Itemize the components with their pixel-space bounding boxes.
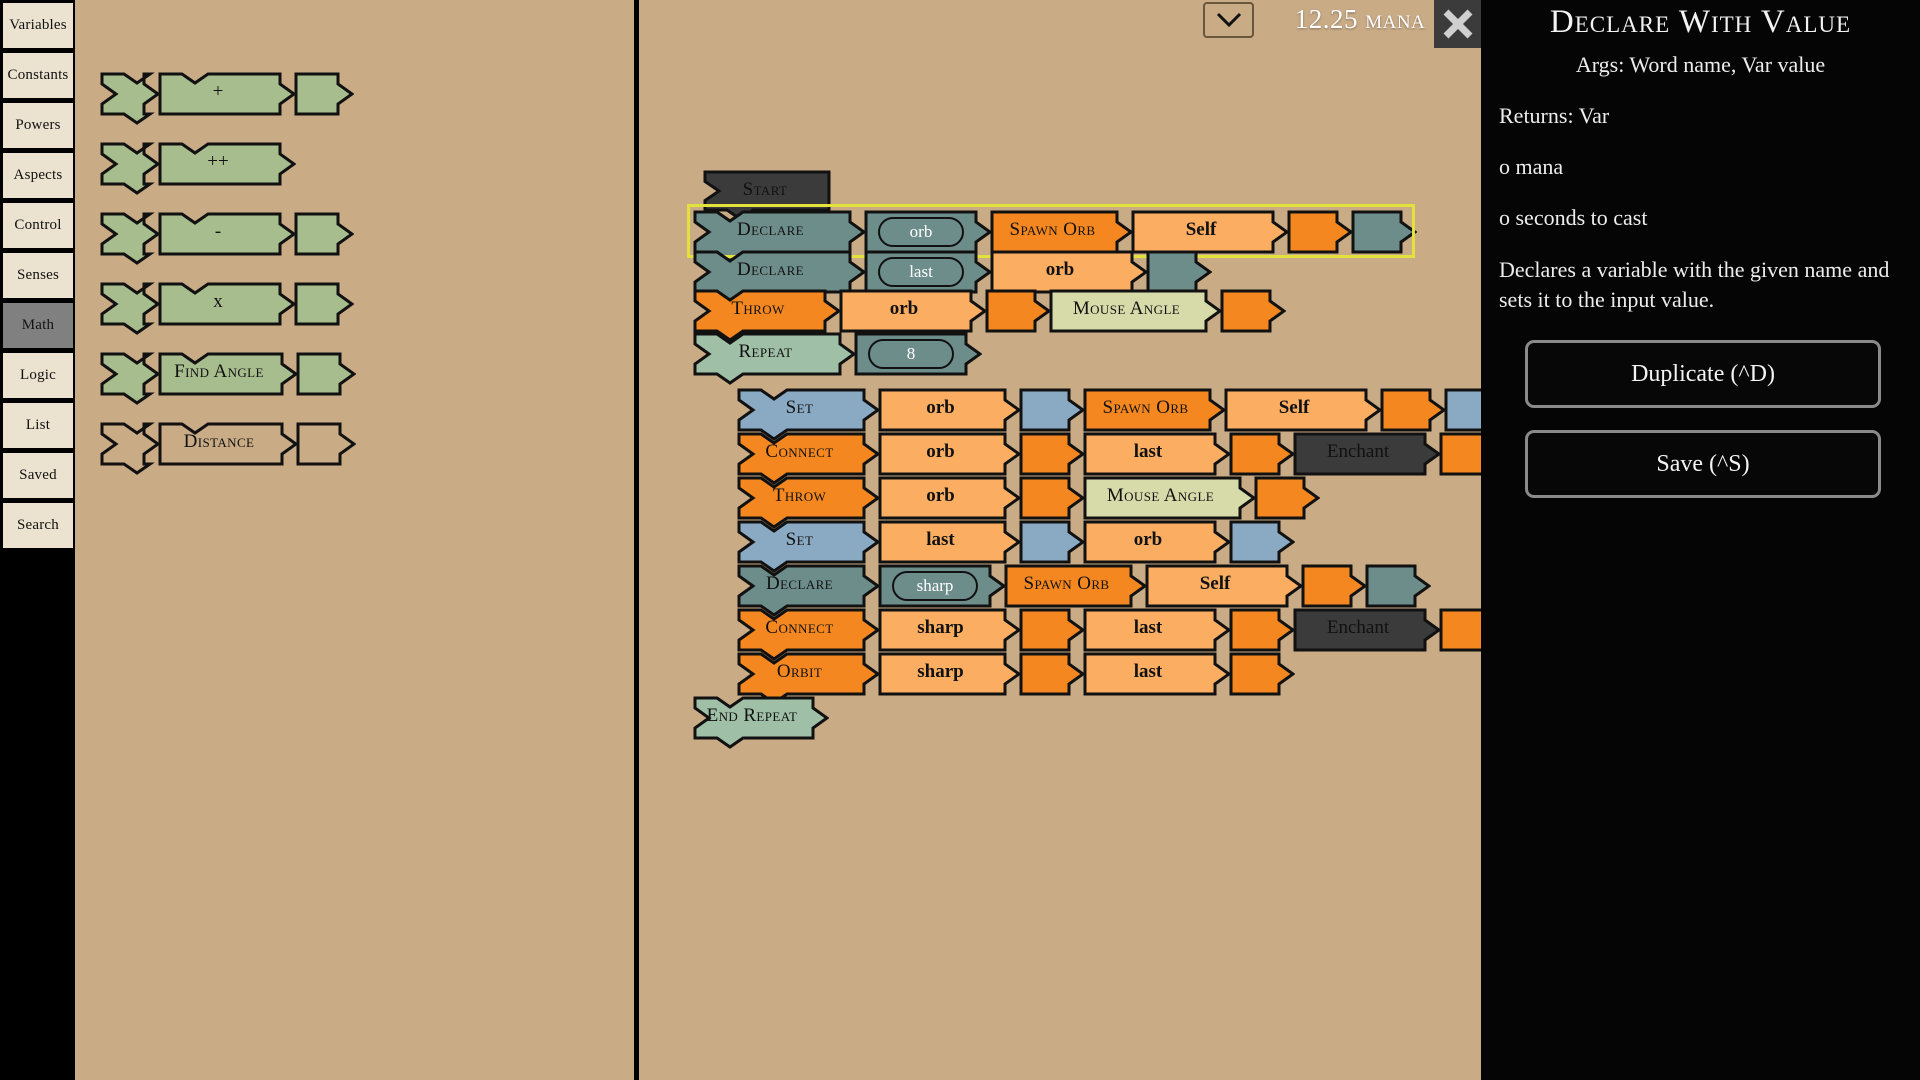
repeat-row-cell-0[interactable]: Repeat — [693, 332, 856, 385]
rail-item-senses[interactable]: Senses — [2, 252, 74, 299]
info-returns: Returns: Var — [1499, 103, 1610, 128]
save-button[interactable]: Save (^S) — [1525, 430, 1881, 498]
declare-last-row-input-holder[interactable]: last — [864, 250, 992, 303]
info-mana-cost: o mana — [1499, 154, 1564, 179]
declare-orb-row-cell-5[interactable] — [1351, 210, 1417, 263]
palette-block-socket[interactable] — [100, 352, 160, 405]
connect-orb-last-row-cell-4[interactable] — [1229, 432, 1295, 485]
rail-item-label: Variables — [9, 17, 67, 33]
rail-item-label: Senses — [16, 267, 60, 283]
panel-divider — [634, 0, 639, 1080]
rail-item-label: Powers — [15, 117, 61, 133]
rail-item-variables[interactable]: Variables — [2, 2, 74, 49]
declare-sharp-row-input-sharp[interactable]: sharp — [892, 571, 978, 601]
throw-orb-mouse-row-cell-4[interactable] — [1254, 476, 1320, 529]
rail-item-search[interactable]: Search — [2, 502, 74, 549]
connect-sharp-last-row-cell-5[interactable]: Enchant — [1293, 608, 1441, 661]
declare-orb-row-input-orb[interactable]: orb — [878, 217, 964, 247]
collapse-button[interactable] — [1203, 2, 1254, 38]
declare-last-row-input-last[interactable]: last — [878, 257, 964, 287]
info-args: Args: Word name, Var value — [1575, 52, 1826, 77]
close-icon — [1443, 9, 1473, 39]
rail-item-aspects[interactable]: Aspects — [2, 152, 74, 199]
info-title: Declare With Value — [1549, 4, 1852, 40]
declare-orb-row-input-holder[interactable]: orb — [864, 210, 992, 263]
info-cast-time: o seconds to cast — [1499, 205, 1648, 230]
set-last-orb-row-cell-2[interactable] — [1019, 520, 1085, 573]
palette-block-body[interactable]: + — [158, 72, 296, 125]
rail-item-label: Math — [21, 317, 55, 333]
connect-sharp-last-row-cell-2[interactable] — [1019, 608, 1085, 661]
orbit-sharp-last-row-cell-1[interactable]: sharp — [878, 652, 1021, 705]
palette-block-body[interactable]: x — [158, 282, 296, 335]
palette-block-socket[interactable] — [100, 142, 160, 195]
declare-sharp-row-input-holder[interactable]: sharp — [878, 564, 1006, 617]
set-orb-spawn-row-cell-2[interactable] — [1019, 388, 1085, 441]
orbit-sharp-last-row-cell-2[interactable] — [1019, 652, 1085, 705]
throw-orb-row-cell-4[interactable] — [1220, 289, 1286, 342]
rail-item-powers[interactable]: Powers — [2, 102, 74, 149]
rail-item-label: Logic — [20, 367, 56, 383]
repeat-row-input-holder[interactable]: 8 — [854, 332, 982, 385]
palette-block-socket[interactable] — [294, 212, 354, 265]
rail-item-control[interactable]: Control — [2, 202, 74, 249]
throw-orb-row-cell-2[interactable] — [985, 289, 1051, 342]
declare-sharp-row-cell-4[interactable] — [1301, 564, 1367, 617]
rail-item-label: Saved — [19, 467, 57, 483]
info-description: Declares a variable with the given name … — [1499, 257, 1890, 312]
throw-orb-mouse-row-cell-2[interactable] — [1019, 476, 1085, 529]
rail-item-label: Search — [16, 517, 59, 533]
set-last-orb-row-cell-4[interactable] — [1229, 520, 1295, 573]
end-repeat-block[interactable]: End Repeat — [693, 696, 829, 749]
throw-orb-row-cell-3[interactable]: Mouse Angle — [1049, 289, 1222, 342]
palette-block-socket[interactable] — [100, 212, 160, 265]
palette-block-body[interactable]: Distance — [158, 422, 298, 475]
repeat-row-input-8[interactable]: 8 — [868, 339, 954, 369]
mana-readout: 12.25 mana — [1294, 4, 1426, 34]
palette-block-socket[interactable] — [294, 72, 354, 125]
rail-item-list[interactable]: List — [2, 402, 74, 449]
duplicate-button[interactable]: Duplicate (^D) — [1525, 340, 1881, 408]
rail-item-saved[interactable]: Saved — [2, 452, 74, 499]
close-button[interactable] — [1434, 0, 1482, 48]
connect-orb-last-row-cell-2[interactable] — [1019, 432, 1085, 485]
declare-orb-row-cell-4[interactable] — [1287, 210, 1353, 263]
orbit-sharp-last-row-cell-3[interactable]: last — [1083, 652, 1231, 705]
rail-item-constants[interactable]: Constants — [2, 52, 74, 99]
rail-item-label: Aspects — [13, 167, 63, 183]
palette-block-socket[interactable] — [294, 282, 354, 335]
rail-item-math[interactable]: Math — [2, 302, 74, 349]
rail-item-logic[interactable]: Logic — [2, 352, 74, 399]
connect-sharp-last-row-cell-4[interactable] — [1229, 608, 1295, 661]
rail-item-label: Control — [14, 217, 62, 233]
set-orb-spawn-row-cell-5[interactable] — [1380, 388, 1446, 441]
palette-block-socket[interactable] — [100, 422, 160, 475]
chevron-down-icon — [1216, 12, 1241, 28]
palette-block-socket[interactable] — [100, 282, 160, 335]
declare-sharp-row-cell-5[interactable] — [1365, 564, 1431, 617]
rail-item-label: Constants — [7, 67, 69, 83]
palette-block-socket[interactable] — [296, 352, 356, 405]
palette-block-body[interactable]: Find Angle — [158, 352, 298, 405]
palette-block-socket[interactable] — [296, 422, 356, 475]
palette-block-socket[interactable] — [100, 72, 160, 125]
block-info-panel: Declare With Value Args: Word name, Var … — [1481, 0, 1920, 1080]
palette-block-body[interactable]: - — [158, 212, 296, 265]
palette-block-body[interactable]: ++ — [158, 142, 296, 195]
rail-item-label: List — [25, 417, 51, 433]
orbit-sharp-last-row-cell-4[interactable] — [1229, 652, 1295, 705]
